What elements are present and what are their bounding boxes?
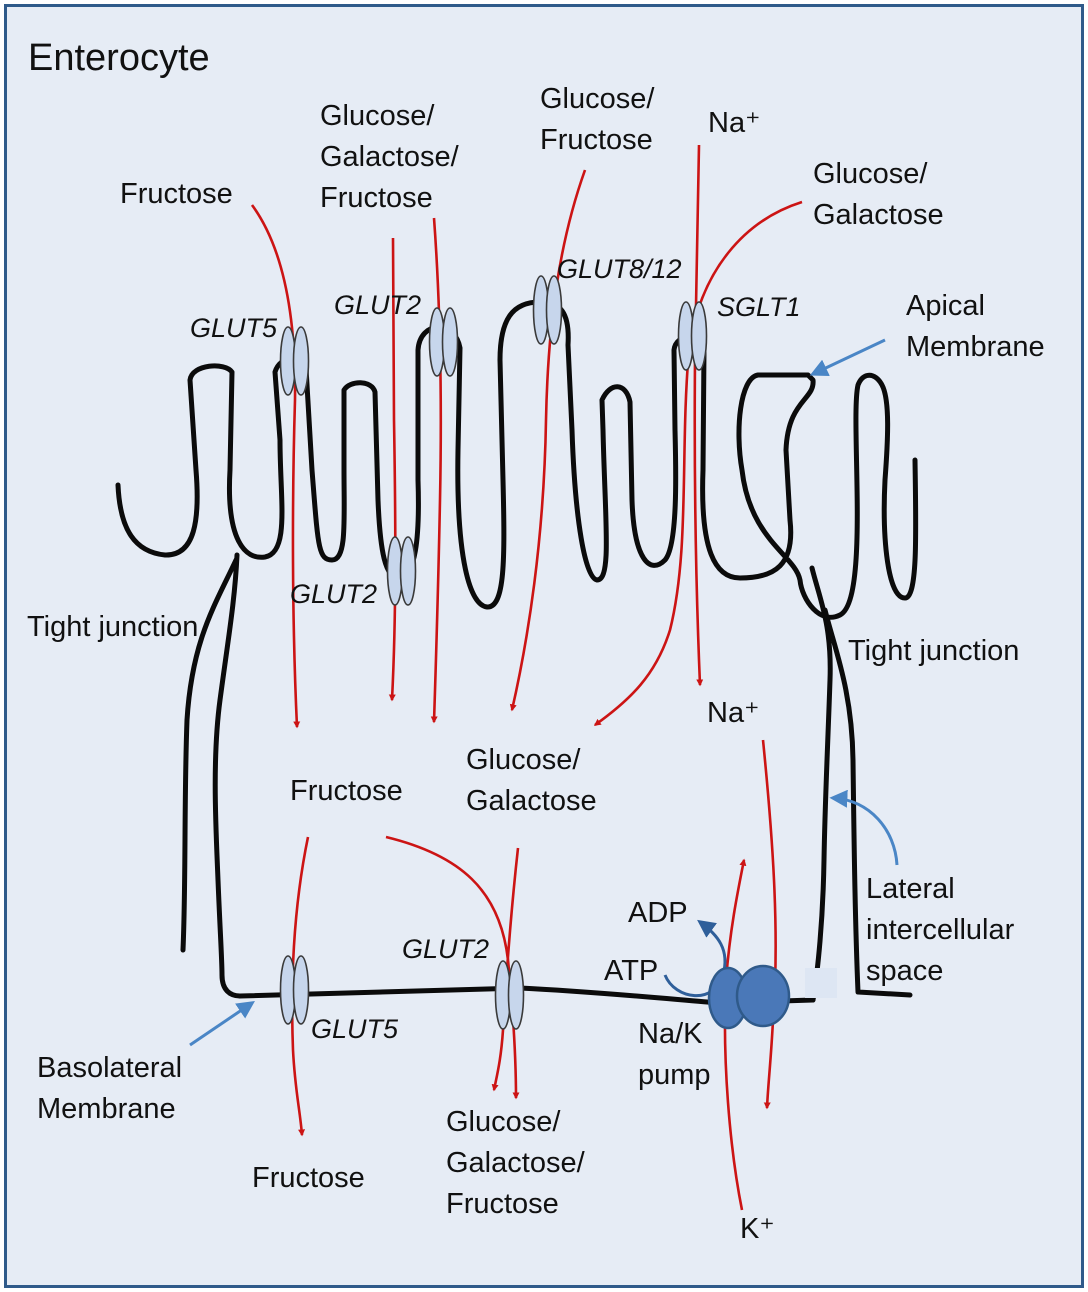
apical-membrane-label-line1: Apical [906, 290, 985, 322]
fructose-blood-label: Fructose [252, 1162, 365, 1194]
adp-label: ADP [628, 897, 688, 929]
glut5-apical-label: GLUT5 [190, 313, 278, 343]
glut5-basolateral-channel [279, 955, 310, 1025]
lateral-space-pointer [829, 789, 899, 866]
title: Enterocyte [28, 37, 210, 79]
glut2-basolateral-channel [494, 960, 525, 1030]
sodium-lumen-label: Na⁺ [708, 107, 760, 139]
glut8-substrate-label-line2: Fructose [540, 124, 653, 156]
left-lateral-membrane [212, 552, 243, 999]
lateral-space-label-line1: Lateral [866, 873, 955, 905]
right-lateral-membrane [809, 565, 833, 1003]
fructose-glut5-in-arrow [250, 204, 301, 729]
sodium-cytoplasm-label: Na⁺ [707, 697, 759, 729]
fructose-cytoplasm-label: Fructose [290, 775, 403, 807]
glut2-substrate-label-line3: Fructose [320, 182, 433, 214]
na-k-pump-label-line2: pump [638, 1059, 711, 1091]
glut2-apical-low-channel [386, 536, 417, 606]
apical-membrane-pointer [809, 338, 886, 376]
glut2-basolateral-label: GLUT2 [402, 934, 489, 964]
glut8-substrate-label-line1: Glucose/ [540, 83, 655, 115]
sodium-pump-out-arrow [761, 739, 777, 1110]
blood-substrate-label-line2: Galactose/ [446, 1147, 586, 1179]
glut2-apical-low-label: GLUT2 [290, 579, 377, 609]
diagram-frame [4, 4, 1084, 1288]
basolateral-membrane-label-line1: Basolateral [37, 1052, 182, 1084]
glucose-sglt1-in-arrow [593, 200, 803, 727]
glut2-substrate-label-line1: Glucose/ [320, 100, 435, 132]
lateral-space-label-line2: intercellular [866, 914, 1015, 946]
tight-junction-right-label: Tight junction [848, 635, 1019, 667]
na-k-pump [707, 964, 837, 1030]
sglt1-label: SGLT1 [717, 292, 801, 322]
sglt1-substrate-label-line2: Galactose [813, 199, 944, 231]
na-k-pump-label-line1: Na/K [638, 1018, 703, 1050]
left-neighbor-membrane [180, 557, 239, 953]
fructose-lumen-label: Fructose [120, 178, 233, 210]
potassium-pump-in-arrow [723, 858, 747, 1211]
apical-membrane-label-line2: Membrane [906, 331, 1045, 363]
atp-label: ATP [604, 955, 658, 987]
glucose-cytoplasm-label-line2: Galactose [466, 785, 597, 817]
glut5-basolateral-label: GLUT5 [311, 1014, 399, 1044]
glut8-12-channel [532, 275, 563, 345]
sglt1-substrate-label-line1: Glucose/ [813, 158, 928, 190]
lateral-space-label-line3: space [866, 955, 943, 987]
glut8-12-in-arrow [509, 169, 587, 712]
glut2-apical-top-label: GLUT2 [334, 290, 421, 320]
basolateral-membrane-label-line2: Membrane [37, 1093, 176, 1125]
glut2-apical-top-channel [428, 307, 459, 377]
sglt1-channel [677, 301, 708, 371]
glucose-cytoplasm-label-line1: Glucose/ [466, 744, 581, 776]
glut2-substrate-label-line2: Galactose/ [320, 141, 460, 173]
glut5-apical-channel [279, 326, 310, 396]
glut8-12-label: GLUT8/12 [557, 254, 682, 284]
glut2-right-in-arrow [430, 217, 443, 724]
fructose-glut2-out-arrow [385, 835, 520, 1100]
right-neighbor-membrane [822, 607, 913, 998]
sodium-sglt1-in-arrow [693, 144, 704, 687]
flux-arrows [250, 144, 803, 1211]
tight-junction-left-label: Tight junction [27, 611, 198, 643]
potassium-label: K⁺ [740, 1213, 775, 1245]
blood-substrate-label-line3: Fructose [446, 1188, 559, 1220]
blood-substrate-label-line1: Glucose/ [446, 1106, 561, 1138]
basolateral-membrane-pointer [189, 1000, 255, 1047]
fructose-glut5-out-arrow [290, 836, 310, 1137]
